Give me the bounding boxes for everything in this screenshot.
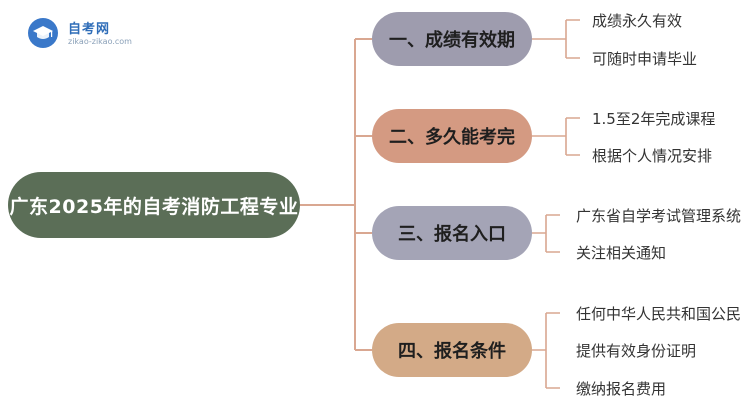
leaf-4-1: 任何中华人民共和国公民 [576, 305, 742, 323]
logo-subtitle: zikao-zikao.com [68, 37, 132, 46]
leaf-1-2: 可随时申请毕业 [592, 50, 698, 68]
branch-node-1: 一、成绩有效期 [372, 12, 532, 66]
leaf-3-2: 关注相关通知 [576, 244, 667, 262]
leaf-4-3: 缴纳报名费用 [576, 380, 667, 398]
branch-node-2: 二、多久能考完 [372, 109, 532, 163]
leaf-4-2: 提供有效身份证明 [576, 342, 697, 360]
branch-node-4: 四、报名条件 [372, 323, 532, 377]
graduation-cap-icon [28, 18, 58, 48]
leaf-2-2: 根据个人情况安排 [592, 147, 713, 165]
branch-node-3: 三、报名入口 [372, 206, 532, 260]
logo-title: 自考网 [68, 22, 111, 37]
leaf-1-1: 成绩永久有效 [592, 12, 683, 30]
leaf-3-1: 广东省自学考试管理系统 [576, 207, 742, 225]
leaf-2-1: 1.5至2年完成课程 [592, 110, 716, 128]
root-node: 广东2025年的自考消防工程专业 [8, 172, 300, 238]
site-logo[interactable]: 自考网 zikao-zikao.com [28, 16, 168, 52]
